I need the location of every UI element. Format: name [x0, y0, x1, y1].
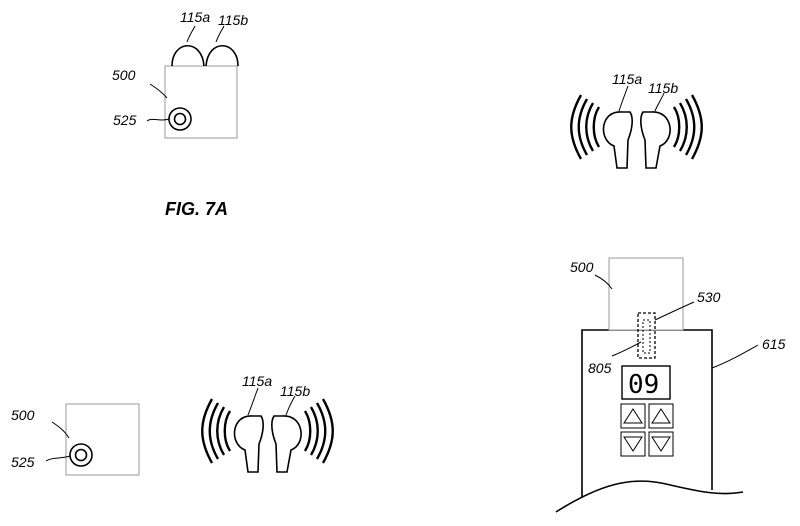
label-115b-bl: 115b [280, 383, 310, 399]
figure-caption: FIG. 7A [165, 199, 228, 219]
device-body [581, 329, 713, 498]
case-button-bottom [69, 443, 93, 467]
label-525-bottom: 525 [11, 454, 35, 470]
panel-bottom-left: 500 525 115a 115b [11, 373, 334, 476]
label-115a-bl: 115a [242, 373, 272, 389]
label-115b-top: 115b [218, 12, 248, 28]
label-115a-tr: 115a [612, 71, 642, 87]
down-button-left [620, 431, 646, 457]
earbud-left [602, 111, 633, 169]
earbud-right-arch [205, 44, 239, 67]
up-button-left [620, 403, 646, 429]
charging-case-bottom [65, 403, 140, 476]
up-button-right [648, 403, 674, 429]
label-500-top: 500 [112, 67, 136, 83]
charging-case-docked [608, 257, 684, 331]
sound-waves-left-bottom [201, 398, 232, 464]
panel-docked-case: 115a 115b 500 525 [112, 9, 248, 139]
label-115b-tr: 115b [648, 80, 678, 96]
earbud-left-bottom [233, 415, 264, 473]
earbud-left-arch [171, 44, 205, 67]
connector-530 [637, 312, 656, 359]
label-530: 530 [697, 289, 721, 305]
label-805: 805 [588, 360, 612, 376]
charging-case [164, 65, 238, 139]
device-display [621, 365, 671, 400]
earbud-right [640, 111, 671, 169]
sound-waves-right [672, 94, 703, 160]
earbud-right-bottom [271, 415, 302, 473]
label-500-bottom: 500 [11, 407, 35, 423]
down-button-right [648, 431, 674, 457]
label-525-top: 525 [113, 112, 137, 128]
display-value: 09 [628, 370, 659, 400]
panel-bottom-right: 09 500 530 805 615 [555, 257, 786, 513]
device-wave [555, 480, 744, 513]
label-500-br: 500 [570, 259, 594, 275]
sound-waves-right-bottom [303, 398, 334, 464]
label-615: 615 [762, 336, 786, 352]
label-115a-top: 115a [180, 9, 210, 25]
panel-earbuds-top-right: 115a 115b [570, 71, 703, 169]
sound-waves-left [570, 94, 601, 160]
